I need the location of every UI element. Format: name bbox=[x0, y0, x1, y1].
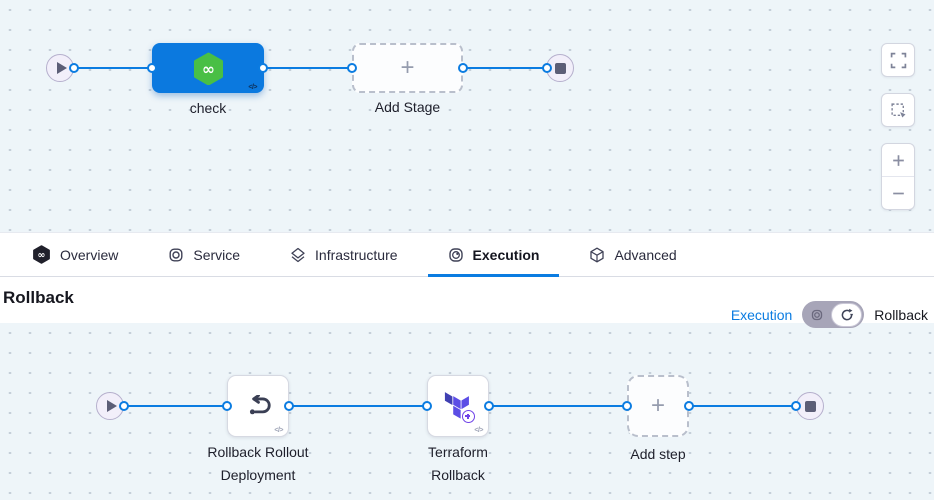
tab-infrastructure[interactable]: Infrastructure bbox=[270, 233, 417, 276]
infrastructure-icon bbox=[291, 247, 305, 262]
harness-overview-icon: ∞ bbox=[33, 245, 50, 264]
execution-icon bbox=[448, 247, 463, 262]
connector-port[interactable] bbox=[684, 401, 694, 411]
label-line: Terraform bbox=[428, 444, 488, 460]
expand-icon bbox=[890, 52, 906, 68]
execution-rollback-toggle[interactable] bbox=[802, 301, 865, 328]
tab-advanced[interactable]: Advanced bbox=[569, 233, 696, 276]
provision-plus-badge bbox=[462, 410, 475, 423]
step-node-rollback-rollout[interactable]: </> bbox=[227, 375, 289, 437]
rollback-mode-label: Rollback bbox=[874, 306, 928, 323]
execution-mode-link[interactable]: Execution bbox=[730, 306, 793, 323]
marquee-select-icon bbox=[890, 102, 906, 118]
add-stage-button[interactable]: + bbox=[352, 43, 463, 93]
zoom-in-icon bbox=[892, 154, 904, 166]
connector-port[interactable] bbox=[458, 63, 468, 73]
terraform-icon bbox=[443, 392, 475, 423]
stage-connector-line bbox=[60, 67, 560, 69]
play-icon bbox=[107, 400, 117, 412]
expand-canvas-button[interactable] bbox=[881, 43, 915, 77]
connector-port[interactable] bbox=[347, 63, 357, 73]
execution-rollback-switch: Execution Rollback bbox=[731, 301, 928, 328]
step-label-rollback-rollout: Rollback Rollout Deployment bbox=[177, 441, 339, 487]
plus-icon: + bbox=[650, 392, 665, 419]
service-icon bbox=[169, 248, 183, 262]
connector-port[interactable] bbox=[791, 401, 801, 411]
zoom-in-button[interactable] bbox=[882, 144, 914, 177]
code-view-glyph[interactable]: </> bbox=[248, 84, 257, 91]
connector-port[interactable] bbox=[622, 401, 632, 411]
zoom-out-button[interactable] bbox=[882, 177, 914, 209]
svg-text:∞: ∞ bbox=[38, 250, 46, 261]
tab-label: Overview bbox=[60, 246, 119, 263]
zoom-out-icon bbox=[892, 192, 904, 194]
toggle-thumb bbox=[831, 302, 863, 327]
connector-port[interactable] bbox=[284, 401, 294, 411]
add-stage-label: Add Stage bbox=[374, 99, 441, 115]
code-view-glyph[interactable]: </> bbox=[274, 427, 283, 434]
tab-label: Infrastructure bbox=[315, 246, 398, 263]
connector-port[interactable] bbox=[422, 401, 432, 411]
marquee-select-button[interactable] bbox=[881, 93, 915, 127]
step-label-terraform-rollback: Terraform Rollback bbox=[377, 441, 539, 487]
stage-node-check[interactable]: ∞ </> bbox=[152, 43, 264, 93]
advanced-icon bbox=[590, 247, 605, 262]
svg-text:∞: ∞ bbox=[202, 60, 215, 78]
pipeline-tabs: ∞ Overview Service Infrastructure bbox=[0, 232, 934, 277]
connector-port[interactable] bbox=[484, 401, 494, 411]
section-title: Rollback bbox=[3, 288, 74, 307]
label-line: Deployment bbox=[220, 467, 296, 483]
harness-stage-icon: ∞ bbox=[193, 52, 223, 85]
connector-port[interactable] bbox=[542, 63, 552, 73]
step-node-terraform-rollback[interactable]: </> bbox=[427, 375, 489, 437]
rollback-icon bbox=[841, 308, 853, 320]
plus-icon: + bbox=[400, 54, 415, 81]
connector-port[interactable] bbox=[258, 63, 268, 73]
add-step-label: Add step bbox=[630, 446, 686, 462]
tab-label: Execution bbox=[472, 246, 540, 263]
undo-icon bbox=[249, 395, 271, 415]
connector-port[interactable] bbox=[119, 401, 129, 411]
connector-port[interactable] bbox=[69, 63, 79, 73]
tab-execution[interactable]: Execution bbox=[427, 233, 560, 277]
stage-pipeline-canvas[interactable]: ∞ </> check + Add Stage bbox=[0, 0, 934, 232]
add-step-button[interactable]: + bbox=[627, 375, 689, 437]
connector-port[interactable] bbox=[147, 63, 157, 73]
label-line: Rollback bbox=[431, 467, 485, 483]
stop-icon bbox=[554, 62, 566, 74]
play-icon bbox=[57, 62, 67, 74]
connector-port[interactable] bbox=[222, 401, 232, 411]
rollback-section-header: Rollback Execution Rollb bbox=[0, 277, 934, 328]
label-line: Rollback Rollout bbox=[207, 444, 309, 460]
tab-overview[interactable]: ∞ Overview bbox=[12, 233, 138, 276]
tab-label: Advanced bbox=[614, 246, 677, 263]
tab-service[interactable]: Service bbox=[148, 233, 260, 276]
stage-label: check bbox=[189, 100, 227, 116]
execution-mini-icon bbox=[811, 309, 823, 321]
stop-icon bbox=[804, 400, 816, 412]
rollback-execution-canvas[interactable]: </> Rollback Rollout Deployment </> Terr… bbox=[0, 323, 934, 500]
tab-label: Service bbox=[193, 246, 241, 263]
zoom-controls bbox=[881, 143, 915, 210]
code-view-glyph[interactable]: </> bbox=[474, 427, 483, 434]
